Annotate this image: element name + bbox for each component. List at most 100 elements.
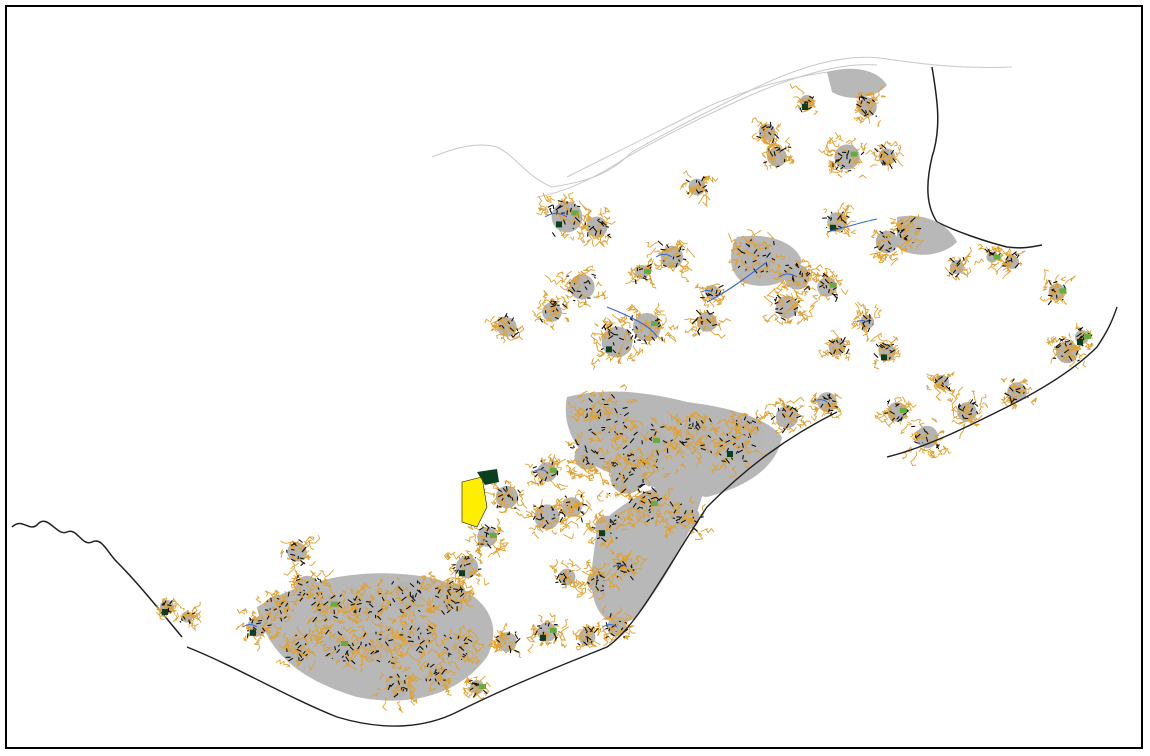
road-network — [387, 614, 439, 666]
settlement-cluster — [1000, 377, 1037, 410]
water-feature — [778, 273, 798, 278]
settlement-cluster — [370, 666, 422, 714]
building-lines — [861, 314, 874, 333]
road-network — [307, 581, 359, 629]
road-network — [462, 675, 491, 700]
building-lines — [679, 417, 713, 454]
map-canvas[interactable] — [7, 7, 1141, 747]
building-lines — [496, 485, 521, 509]
park-feature — [993, 254, 1001, 260]
park-feature — [330, 601, 338, 607]
road-network — [370, 666, 422, 714]
road-network — [727, 229, 786, 287]
road-network — [569, 559, 621, 600]
park-feature — [829, 282, 837, 288]
settlement-cluster — [307, 581, 359, 629]
road-network — [679, 169, 719, 208]
road-network — [172, 597, 202, 632]
water-feature — [812, 399, 828, 403]
settlement-cluster — [889, 214, 925, 253]
settlement-cluster — [440, 569, 476, 611]
settlement-cluster — [255, 581, 298, 631]
building-lines — [577, 626, 599, 646]
settlement-cluster — [279, 535, 321, 576]
building-lines — [957, 398, 979, 420]
building-lines — [718, 433, 757, 464]
settlement-cluster — [808, 392, 843, 422]
water-feature — [701, 289, 713, 293]
building-lines — [814, 393, 838, 416]
building-lines — [1052, 337, 1080, 362]
building-lines — [566, 273, 596, 302]
settlement-cluster — [947, 386, 989, 440]
settlement-cluster — [766, 254, 823, 302]
settlement-cluster — [556, 489, 593, 523]
urban-area-north-coast — [827, 68, 887, 98]
building-lines — [584, 394, 630, 436]
road-network — [531, 290, 570, 331]
water-feature — [655, 253, 673, 258]
urban-patch — [681, 421, 713, 453]
building-lines — [685, 176, 708, 195]
woodland-feature — [459, 570, 465, 577]
water-feature — [612, 564, 628, 568]
woodland-block — [477, 469, 499, 485]
park-feature — [1059, 288, 1067, 294]
settlement-cluster — [601, 605, 636, 647]
woodland-feature — [540, 634, 546, 641]
settlement-cluster — [583, 509, 631, 549]
road-network — [544, 265, 609, 311]
road-network — [818, 330, 852, 361]
road-network — [762, 282, 813, 326]
settlement-cluster — [576, 205, 616, 248]
woodland-feature — [556, 221, 562, 228]
road-network — [305, 623, 363, 672]
building-lines — [347, 592, 385, 621]
urban-patch — [497, 632, 517, 652]
road-network — [255, 581, 298, 631]
settlement-cluster — [483, 479, 528, 514]
road-network — [435, 624, 485, 665]
settlement-cluster — [709, 419, 765, 478]
road-network — [764, 396, 812, 434]
park-feature — [571, 210, 579, 216]
park-feature — [479, 684, 486, 689]
building-lines — [773, 294, 800, 321]
settlement-cluster — [822, 202, 856, 238]
road-network — [1039, 269, 1077, 305]
settlement-cluster — [156, 597, 179, 623]
settlement-cluster — [544, 265, 609, 311]
road-network — [596, 449, 660, 502]
building-lines — [532, 504, 564, 529]
woodland-feature — [802, 104, 808, 110]
building-lines — [357, 628, 395, 665]
urban-patch — [626, 426, 668, 468]
settlement-cluster — [419, 657, 460, 696]
settlement-cluster — [1070, 322, 1094, 351]
settlement-cluster — [515, 497, 579, 540]
settlement-cluster — [486, 622, 522, 659]
building-lines — [586, 571, 605, 592]
settlement-cluster — [869, 140, 905, 171]
estuary-sandbank-outline — [566, 70, 838, 178]
building-lines — [264, 591, 290, 622]
river-east-channel — [927, 66, 1043, 249]
road-network — [623, 302, 679, 353]
urban-patch — [610, 460, 644, 494]
road-network — [719, 409, 770, 441]
settlement-cluster — [625, 257, 657, 289]
building-lines — [1047, 280, 1067, 306]
settlement-cluster — [1039, 269, 1077, 306]
settlement-cluster — [567, 384, 640, 445]
road-network — [556, 489, 593, 521]
building-lines — [446, 586, 465, 599]
settlement-cluster — [596, 449, 660, 502]
building-lines — [605, 613, 629, 639]
road-network — [889, 214, 925, 253]
woodland-feature — [162, 609, 168, 615]
building-lines — [770, 405, 802, 434]
settlement-cluster — [668, 411, 728, 468]
canal-lines — [606, 218, 878, 338]
building-lines — [497, 313, 520, 338]
settlement-cluster — [944, 246, 973, 281]
